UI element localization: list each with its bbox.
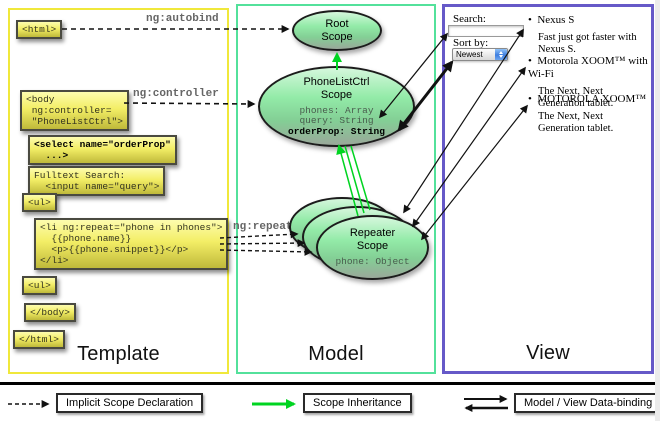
sort-dropdown-value: Newest [456, 50, 483, 59]
ng-repeat-label: ng:repeat [233, 221, 293, 233]
legend-databinding-box: Model / View Data-binding [514, 393, 660, 413]
dropdown-stepper-icon [495, 49, 507, 60]
sort-dropdown[interactable]: Newest [452, 48, 508, 61]
code-body-open: <body ng:controller= "PhoneListCtrl"> [20, 90, 129, 131]
code-li-repeat: <li ng:repeat="phone in phones"> {{phone… [34, 218, 229, 270]
phonelistctrl-scope-title: PhoneListCtrl Scope [303, 75, 370, 101]
phone-item-3: MOTOROLA XOOM™ The Next, Next Generation… [528, 93, 650, 135]
legend-inheritance-box: Scope Inheritance [303, 393, 412, 413]
code-html-open: <html> [16, 20, 63, 39]
code-ul-close: <ul> [22, 276, 57, 295]
ng-controller-label: ng:controller [133, 88, 219, 100]
page-edge [655, 0, 660, 421]
code-html-close: </html> [13, 330, 65, 349]
root-scope-title: Root Scope [321, 17, 353, 43]
view-panel-title: View [526, 342, 570, 364]
phone-name: Nexus S [528, 14, 650, 27]
search-input[interactable] [448, 25, 524, 37]
phone-name: Motorola XOOM™ with Wi-Fi [528, 55, 650, 81]
code-select: <select name="orderProp" ...> [28, 135, 177, 165]
phone-name: MOTOROLA XOOM™ [528, 93, 650, 106]
legend-separator-line [0, 382, 660, 385]
code-fulltext-search: Fulltext Search: <input name="query"> [28, 166, 166, 196]
search-label: Search: [453, 13, 486, 25]
phone-prop: phone: Object [335, 256, 410, 268]
orderprop-prop: orderProp: String [288, 125, 385, 137]
root-scope-ellipse: Root Scope [292, 10, 382, 51]
code-ul-open: <ul> [22, 193, 57, 212]
repeater-scope-title: Repeater Scope [349, 227, 396, 253]
phone-item-1: Nexus S Fast just got faster with Nexus … [528, 14, 650, 56]
model-panel: Model [236, 4, 436, 374]
ng-autobind-label: ng:autobind [146, 13, 219, 25]
code-body-close: </body> [24, 303, 76, 322]
phone-snippet: Fast just got faster with Nexus S. [538, 32, 637, 55]
legend-implicit-box: Implicit Scope Declaration [56, 393, 204, 413]
query-prop: query: String [299, 115, 374, 127]
phones-prop: phones: Array [299, 104, 374, 116]
model-panel-title: Model [308, 343, 364, 365]
phonelistctrl-scope-ellipse: PhoneListCtrl Scope phones: Array query:… [258, 66, 415, 147]
phone-snippet: The Next, Next Generation tablet. [538, 111, 614, 134]
repeater-scope-ellipse: Repeater Scope phone: Object [316, 215, 429, 280]
template-panel-title: Template [77, 343, 160, 365]
